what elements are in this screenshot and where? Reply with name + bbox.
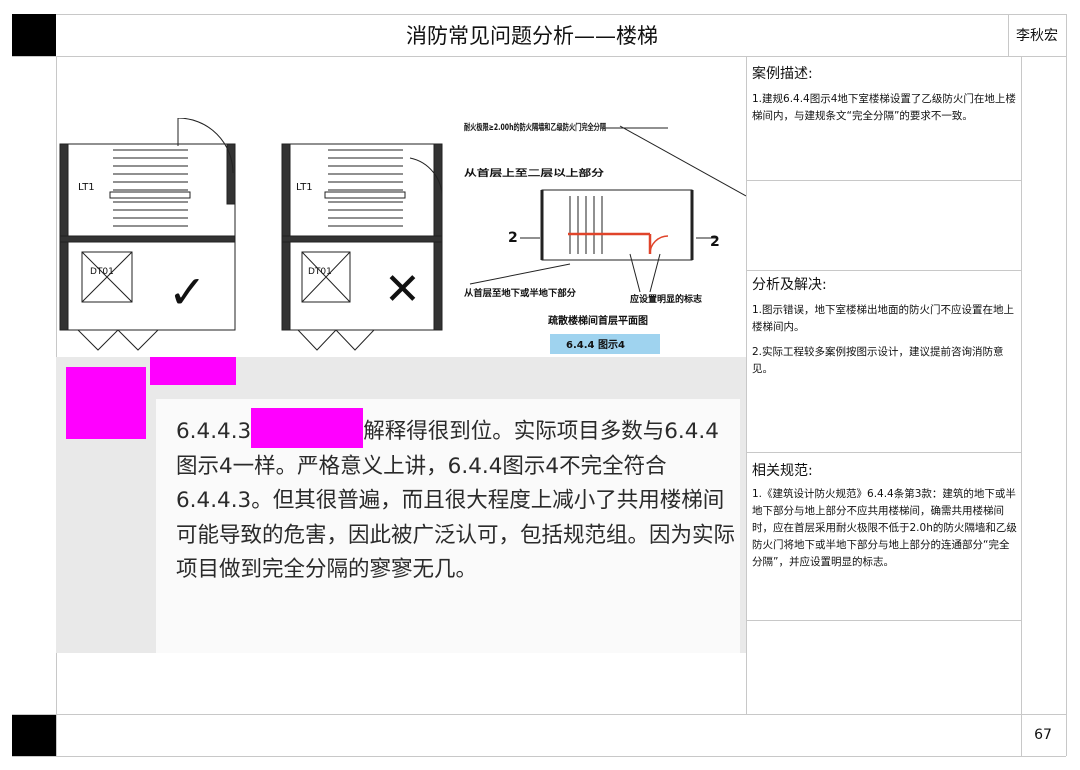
elevator-label-2: DT01: [308, 267, 332, 277]
grid-line: [1008, 14, 1009, 56]
grid-line: [1021, 56, 1022, 756]
stair-label: LT1: [78, 182, 95, 193]
grid-line: [746, 180, 1021, 181]
code-diagram-6-4-4: 耐火极限≥2.00h的防火隔墙和乙级防火门完全分隔 从首层上至二层以上部分 2 …: [464, 122, 746, 354]
analysis-item-2: 2.实际工程较多案例按图示设计，建议提前咨询消防意见。: [752, 346, 1004, 375]
stair-plan-wrong: LT1 DT01 ✕: [281, 143, 443, 351]
correct-mark: ✓: [168, 265, 207, 319]
case-title: 案例描述:: [752, 66, 813, 82]
grid-line: [1066, 14, 1067, 756]
stair-plan-correct: LT1 DT01 ✓: [59, 118, 236, 351]
figure-subtitle: 疏散楼梯间首层平面图: [548, 314, 648, 327]
axis-mark-left: 2: [508, 230, 518, 246]
grid-line: [746, 270, 1021, 271]
wrong-mark: ✕: [384, 264, 421, 315]
analysis-title: 分析及解决:: [752, 277, 827, 293]
note-sign: 应设置明显的标志: [630, 293, 702, 305]
grid-line: [746, 452, 1021, 453]
corner-block-bottom-left: [12, 714, 56, 756]
figure-caption: 6.4.4 图示4: [566, 339, 625, 351]
codes-body: 1.《建筑设计防火规范》6.4.4条第3款：建筑的地下或半地下部分与地上部分不应…: [752, 488, 1017, 568]
page-title: 消防常见问题分析——楼梯: [406, 24, 658, 48]
author-name: 李秋宏: [1016, 28, 1058, 44]
stair-label-2: LT1: [296, 182, 313, 193]
note-upper-part: 从首层上至二层以上部分: [464, 167, 604, 179]
quote-text-start: 6.4.4.3: [176, 419, 252, 444]
redaction-inline: [251, 408, 364, 448]
fire-door-line: [568, 232, 652, 254]
redaction-block-avatar: [66, 367, 146, 439]
axis-mark-right: 2: [710, 234, 720, 250]
case-body: 1.建规6.4.4图示4地下室楼梯设置了乙级防火门在地上楼梯间内，与建规条文“完…: [752, 93, 1016, 122]
elevator-label: DT01: [90, 267, 114, 277]
corner-block-top-left: [12, 14, 56, 56]
codes-title: 相关规范:: [752, 463, 813, 479]
grid-line: [56, 14, 1066, 15]
note-fire-partition: 耐火极限≥2.00h的防火隔墙和乙级防火门完全分隔: [464, 122, 606, 133]
page-number: 67: [1034, 727, 1052, 743]
grid-line: [12, 56, 1066, 57]
quote-text-rest: 解释得很到位。实际项目多数与6.4.4图示4一样。严格意义上讲，6.4.4图示4…: [176, 419, 736, 582]
grid-line: [746, 620, 1021, 621]
note-lower-part: 从首层至地下或半地下部分: [464, 287, 576, 299]
figure-caption-box: [550, 334, 660, 354]
grid-line: [12, 756, 1066, 757]
grid-line: [12, 714, 1066, 715]
grid-line: [746, 56, 747, 714]
analysis-item-1: 1.图示错误，地下室楼梯出地面的防火门不应设置在地上楼梯间内。: [752, 304, 1015, 333]
redaction-block-name: [150, 357, 236, 385]
